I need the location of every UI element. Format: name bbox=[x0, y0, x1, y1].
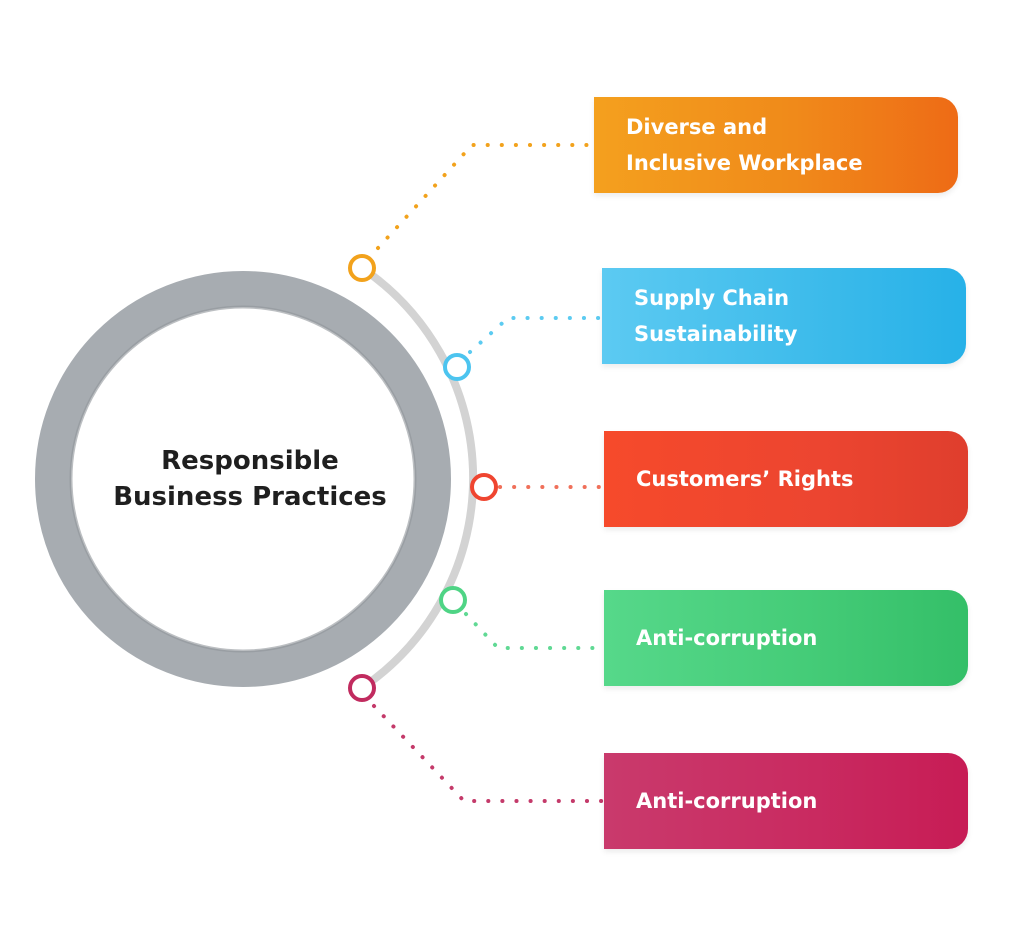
node-4 bbox=[439, 586, 467, 614]
node-2 bbox=[443, 353, 471, 381]
item-label-line2: Inclusive Workplace bbox=[626, 151, 863, 175]
connector-2 bbox=[468, 316, 602, 354]
item-label-line1: Diverse and bbox=[626, 115, 768, 139]
center-disc bbox=[73, 309, 413, 649]
item-label-line1: Anti-corruption bbox=[636, 626, 818, 650]
node-3 bbox=[470, 473, 498, 501]
center-title: Responsible Business Practices bbox=[70, 443, 430, 515]
item-box-diverse-inclusive: Diverse and Inclusive Workplace bbox=[594, 97, 958, 193]
item-label-line1: Supply Chain bbox=[634, 286, 790, 310]
node-1 bbox=[348, 254, 376, 282]
item-label-line2: Sustainability bbox=[634, 322, 798, 346]
item-label-line1: Anti-corruption bbox=[636, 789, 818, 813]
connector-5 bbox=[372, 704, 604, 803]
center-title-line2: Business Practices bbox=[113, 482, 387, 512]
center-title-line1: Responsible bbox=[161, 446, 339, 476]
center-ring-shadow bbox=[69, 305, 417, 653]
item-label-line1: Customers’ Rights bbox=[636, 467, 854, 491]
center-ring bbox=[35, 271, 451, 687]
node-5 bbox=[348, 674, 376, 702]
item-box-customers-rights: Customers’ Rights bbox=[604, 431, 968, 527]
item-box-supply-chain: Supply Chain Sustainability bbox=[602, 268, 966, 364]
item-box-anti-corruption-magenta: Anti-corruption bbox=[604, 753, 968, 849]
outer-arc bbox=[358, 264, 478, 692]
item-box-anti-corruption-green: Anti-corruption bbox=[604, 590, 968, 686]
connector-4 bbox=[464, 612, 604, 650]
connector-1 bbox=[376, 143, 598, 250]
